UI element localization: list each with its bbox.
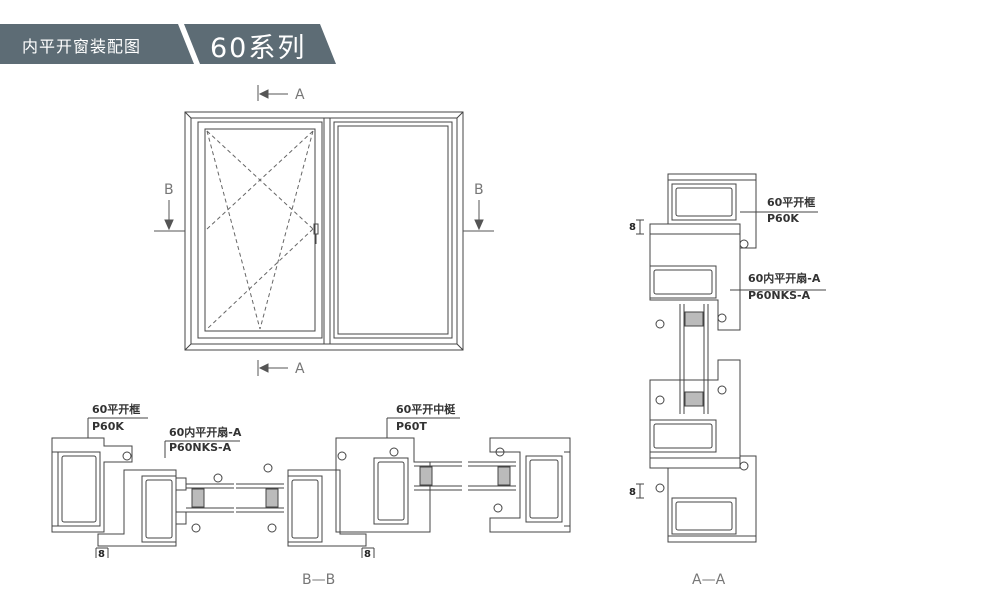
bb-frame-label-2: P60K (92, 420, 124, 433)
bb-dim-right: 8 (364, 549, 371, 560)
aa-caption: A—A (692, 572, 726, 588)
header-banner: 内平开窗装配图 60系列 (0, 24, 340, 64)
section-marker-a-bottom (257, 360, 288, 376)
bb-mullion-label-1: 60平开中梃 (396, 402, 456, 416)
bb-sash-label-1: 60内平开扇-A (169, 425, 242, 439)
page-title: 内平开窗装配图 (22, 37, 142, 56)
aa-frame-label-2: P60K (767, 212, 799, 225)
aa-sash-label-1: 60内平开扇-A (748, 271, 821, 285)
bb-caption: B—B (302, 572, 335, 588)
section-a-top-label: A (295, 87, 305, 103)
handle-icon (313, 223, 319, 244)
section-b-right-label: B (474, 182, 484, 198)
section-marker-b-right (463, 200, 494, 232)
section-marker-a-top (257, 85, 288, 101)
bb-leaders (87, 417, 460, 558)
aa-leaders (636, 211, 826, 499)
section-marker-b-left (154, 200, 185, 232)
aa-section-profile (649, 173, 757, 543)
aa-dim-top: 8 (629, 222, 636, 233)
aa-sash-label-2: P60NKS-A (748, 289, 811, 302)
window-elevation (184, 111, 464, 351)
bb-section-profile (51, 437, 571, 547)
aa-frame-label-1: 60平开框 (767, 195, 815, 209)
bb-dim-left: 8 (98, 549, 105, 560)
bb-mullion-label-2: P60T (396, 420, 427, 433)
series-title: 60系列 (210, 33, 307, 64)
banner-shape (0, 24, 336, 64)
section-a-bottom-label: A (295, 361, 305, 377)
bb-frame-label-1: 60平开框 (92, 402, 140, 416)
section-b-left-label: B (164, 182, 174, 198)
bb-sash-label-2: P60NKS-A (169, 441, 232, 454)
aa-dim-bottom: 8 (629, 487, 636, 498)
